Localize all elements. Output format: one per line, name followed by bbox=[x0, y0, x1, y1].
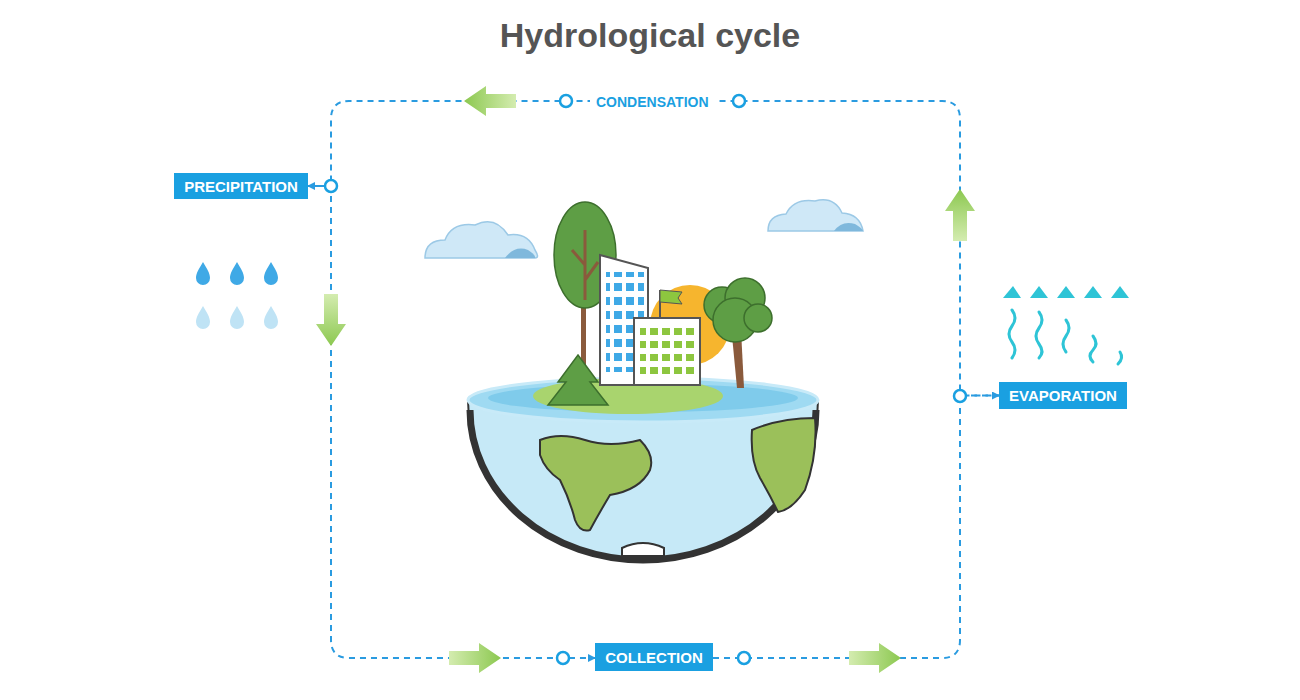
flow-arrow bbox=[849, 643, 901, 673]
stage-label: EVAPORATION bbox=[1009, 387, 1117, 404]
junction-dot bbox=[954, 390, 966, 402]
globe bbox=[468, 378, 818, 560]
vapour-symbol bbox=[1003, 286, 1129, 364]
stage-box: COLLECTION bbox=[595, 643, 713, 671]
flow-arrow bbox=[316, 294, 346, 346]
stage-label: CONDENSATION bbox=[590, 94, 715, 110]
diagram-title: Hydrological cycle bbox=[0, 16, 1300, 55]
raindrops bbox=[196, 262, 278, 329]
junction-dot bbox=[557, 652, 569, 664]
cycle-connector bbox=[713, 396, 999, 659]
stage-label: COLLECTION bbox=[605, 649, 703, 666]
junction-dot bbox=[325, 180, 337, 192]
stage-box: EVAPORATION bbox=[999, 382, 1127, 409]
cloud bbox=[768, 200, 863, 231]
junction-dot bbox=[733, 95, 745, 107]
cycle-connector bbox=[308, 101, 999, 396]
cycle-connector bbox=[308, 186, 595, 658]
building bbox=[600, 255, 700, 385]
stage-box: PRECIPITATION bbox=[174, 173, 308, 199]
flow-arrow bbox=[464, 86, 516, 116]
junction-dot bbox=[560, 95, 572, 107]
stage-label: PRECIPITATION bbox=[184, 178, 298, 195]
pine-tree bbox=[548, 355, 608, 405]
flow-arrow bbox=[945, 189, 975, 241]
junction-dot bbox=[738, 652, 750, 664]
flow-arrow bbox=[449, 643, 501, 673]
tree bbox=[704, 278, 772, 388]
cloud bbox=[425, 222, 538, 258]
